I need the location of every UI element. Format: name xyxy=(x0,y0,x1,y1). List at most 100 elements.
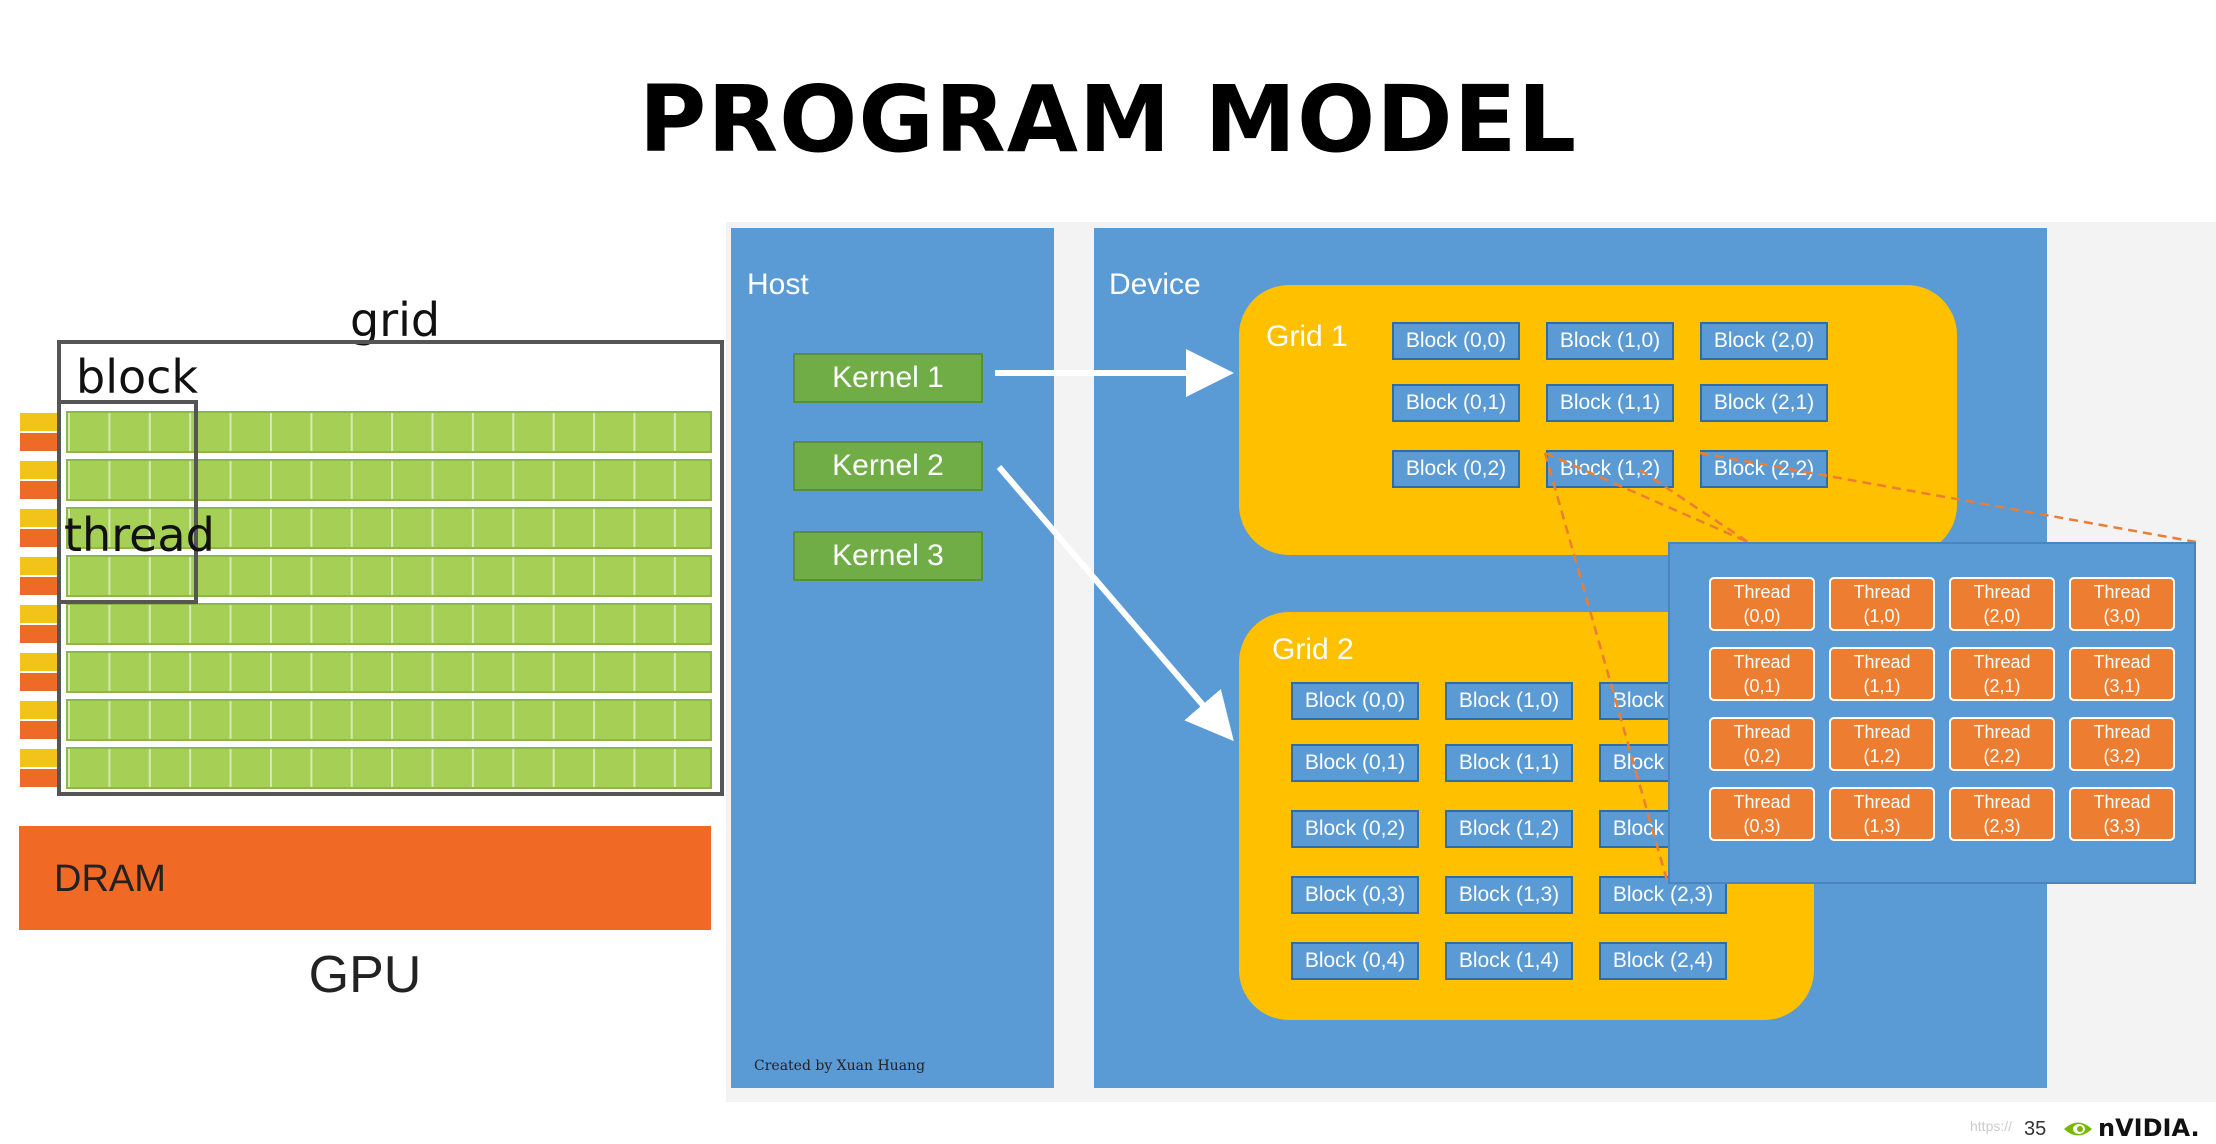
thread-word: Thread xyxy=(1733,722,1791,742)
block-cell: Block (2,3) xyxy=(1599,876,1727,914)
page-title: PROGRAM MODEL xyxy=(638,66,1578,173)
thread-cell: Thread (3,1) xyxy=(2069,647,2175,701)
block-cell: Block (2,0) xyxy=(1700,322,1828,360)
thread-cell: Thread (0,2) xyxy=(1709,717,1815,771)
block-cell: Block (1,0) xyxy=(1546,322,1674,360)
thread-word: Thread xyxy=(1973,722,2031,742)
cache-unit xyxy=(20,413,58,431)
sm-row xyxy=(66,411,712,453)
cache-unit xyxy=(20,557,58,575)
block-cell: Block (0,2) xyxy=(1392,450,1520,488)
kernel-3: Kernel 3 xyxy=(793,531,983,581)
block-cell: Block (1,2) xyxy=(1546,450,1674,488)
block-cell: Block (0,0) xyxy=(1392,322,1520,360)
cache-unit xyxy=(20,749,58,767)
cache-unit xyxy=(20,653,58,671)
cache-unit xyxy=(20,605,58,623)
core-cells xyxy=(68,557,710,595)
thread-word: Thread xyxy=(1853,652,1911,672)
thread-word: Thread xyxy=(2093,582,2151,602)
thread-word: Thread xyxy=(1733,792,1791,812)
block-cell: Block (0,1) xyxy=(1392,384,1520,422)
thread-word: Thread xyxy=(1853,722,1911,742)
core-cells xyxy=(68,605,710,643)
control-unit xyxy=(20,577,58,595)
grid-label: grid xyxy=(350,293,441,347)
thread-word: Thread xyxy=(1733,652,1791,672)
control-unit xyxy=(20,433,58,451)
block-cell: Block (2,1) xyxy=(1700,384,1828,422)
sm-row xyxy=(66,555,712,597)
core-cells xyxy=(68,509,710,547)
thread-index: (0,2) xyxy=(1743,746,1781,766)
sm-row xyxy=(66,699,712,741)
host-label: Host xyxy=(747,268,809,301)
thread-word: Thread xyxy=(2093,652,2151,672)
block-cell: Block (1,1) xyxy=(1445,744,1573,782)
thread-index: (3,1) xyxy=(2103,676,2141,696)
core-cells xyxy=(68,413,710,451)
page-number: 35 xyxy=(2024,1118,2047,1140)
thread-index: (0,3) xyxy=(1743,816,1781,836)
thread-index: (1,1) xyxy=(1863,676,1901,696)
control-unit xyxy=(20,625,58,643)
thread-cell: Thread (1,1) xyxy=(1829,647,1935,701)
thread-cell: Thread (0,0) xyxy=(1709,577,1815,631)
thread-index: (3,2) xyxy=(2103,746,2141,766)
thread-cell: Thread (2,0) xyxy=(1949,577,2055,631)
control-unit xyxy=(20,769,58,787)
block-cell: Block (2,2) xyxy=(1700,450,1828,488)
thread-word: Thread xyxy=(1973,792,2031,812)
thread-word: Thread xyxy=(1973,582,2031,602)
thread-cell: Thread (2,1) xyxy=(1949,647,2055,701)
block-cell: Block (1,4) xyxy=(1445,942,1573,980)
thread-word: Thread xyxy=(2093,722,2151,742)
sm-row xyxy=(66,747,712,789)
thread-index: (2,2) xyxy=(1983,746,2021,766)
thread-word: Thread xyxy=(1733,582,1791,602)
thread-word: Thread xyxy=(2093,792,2151,812)
kernel-2-arrow xyxy=(996,465,1234,742)
block-cell: Block (1,1) xyxy=(1546,384,1674,422)
core-cells xyxy=(68,461,710,499)
block-cell: Block (1,0) xyxy=(1445,682,1573,720)
thread-index: (2,0) xyxy=(1983,606,2021,626)
nvidia-logo-text: nVIDIA. xyxy=(2098,1114,2200,1142)
device-label: Device xyxy=(1109,268,1201,301)
thread-cell: Thread (3,3) xyxy=(2069,787,2175,841)
block-cell: Block (0,3) xyxy=(1291,876,1419,914)
sm-row xyxy=(66,603,712,645)
thread-index: (3,0) xyxy=(2103,606,2141,626)
thread-index: (1,2) xyxy=(1863,746,1901,766)
block-cell: Block (1,3) xyxy=(1445,876,1573,914)
thread-cell: Thread (0,3) xyxy=(1709,787,1815,841)
control-unit xyxy=(20,481,58,499)
block-cell: Block (2,4) xyxy=(1599,942,1727,980)
sm-row xyxy=(66,507,712,549)
thread-index: (3,3) xyxy=(2103,816,2141,836)
thread-index: (2,3) xyxy=(1983,816,2021,836)
block-cell: Block (1,2) xyxy=(1445,810,1573,848)
thread-cell: Thread (1,2) xyxy=(1829,717,1935,771)
block-cell: Block (0,2) xyxy=(1291,810,1419,848)
core-cells xyxy=(68,701,710,739)
thread-cell: Thread(1,3) xyxy=(1829,787,1935,841)
block-cell: Block (0,1) xyxy=(1291,744,1419,782)
grid-2-label: Grid 2 xyxy=(1272,633,1354,666)
cache-unit xyxy=(20,509,58,527)
block-frame xyxy=(57,400,198,604)
sm-row xyxy=(66,651,712,693)
gpu-label: GPU xyxy=(308,946,422,1004)
dram-box xyxy=(19,826,711,930)
block-cell: Block (0,4) xyxy=(1291,942,1419,980)
thread-index: (0,0) xyxy=(1743,606,1781,626)
core-cells xyxy=(68,653,710,691)
thread-index: (2,1) xyxy=(1983,676,2021,696)
thread-cell: Thread (3,2) xyxy=(2069,717,2175,771)
sm-row xyxy=(66,459,712,501)
thread-word: Thread xyxy=(1853,792,1911,812)
thread-index: (1,0) xyxy=(1863,606,1901,626)
thread-word: Thread xyxy=(1973,652,2031,672)
block-label: block xyxy=(76,350,199,404)
